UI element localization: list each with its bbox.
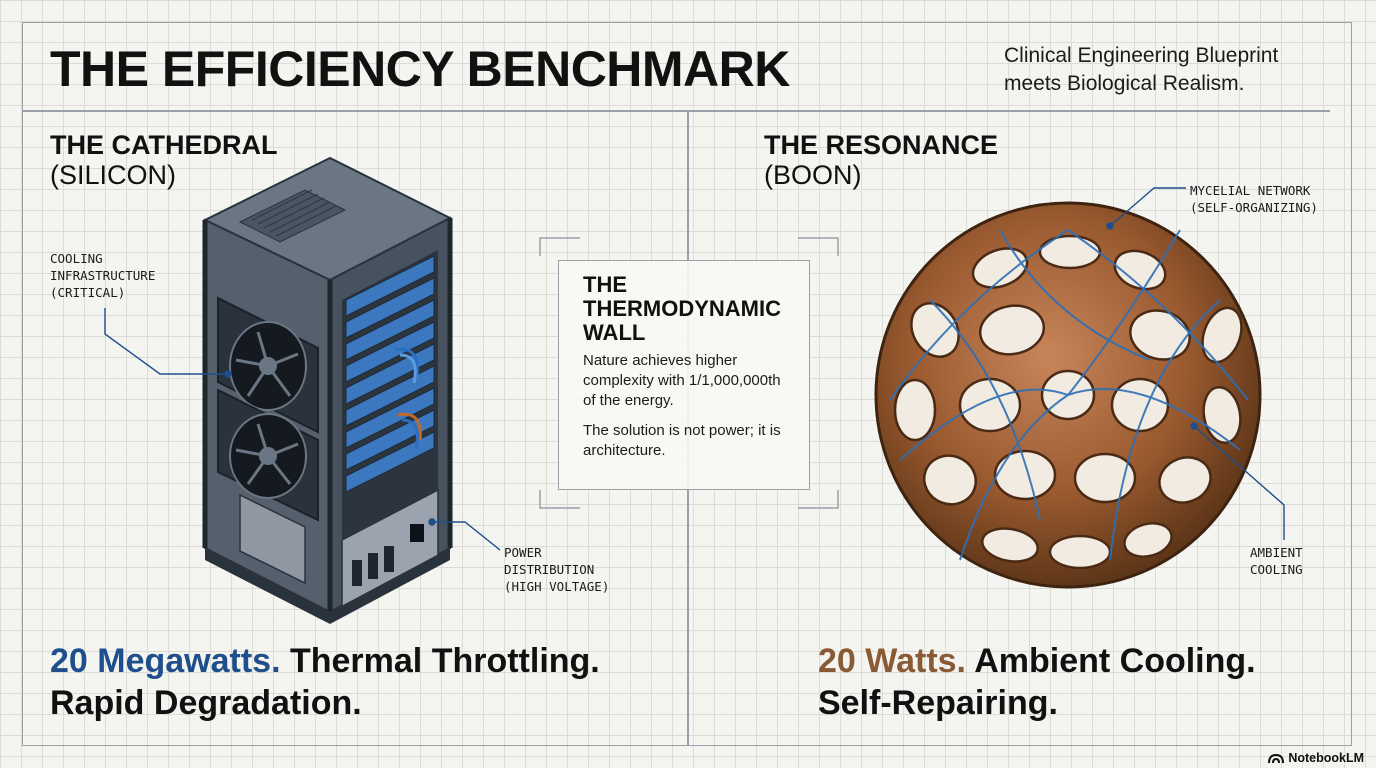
left-footer-line-1: 20 Megawatts. Thermal Throttling. — [50, 640, 600, 682]
wall-paragraph-2: The solution is not power; it is archite… — [583, 422, 781, 459]
left-footer-rest-1: Thermal Throttling. — [280, 642, 600, 680]
rack-cables — [394, 347, 422, 449]
wall-brackets — [539, 237, 839, 509]
server-rack-illustration — [202, 156, 453, 624]
header-divider — [22, 110, 1330, 112]
page-subtitle: Clinical Engineering Blueprint meets Bio… — [1004, 42, 1278, 98]
left-section-heading: THE CATHEDRAL (SILICON) — [50, 130, 277, 190]
ambient-callout-leader — [1190, 422, 1285, 540]
cooling-fan-icon — [217, 388, 319, 522]
right-section-heading: THE RESONANCE (BOON) — [764, 130, 998, 190]
subtitle-line-1: Clinical Engineering Blueprint — [1004, 44, 1279, 67]
right-footer-highlight: 20 Watts. — [818, 642, 967, 680]
subtitle-line-2: meets Biological Realism. — [1004, 72, 1245, 95]
left-heading: THE CATHEDRAL — [50, 130, 278, 160]
right-footer-line-2: Self-Repairing. — [818, 684, 1058, 722]
power-callout: POWER DISTRIBUTION (HIGH VOLTAGE) — [504, 545, 610, 594]
wall-title: THE THERMODYNAMIC WALL — [583, 272, 781, 345]
right-heading: THE RESONANCE — [764, 130, 999, 160]
mycelial-callout-leader — [1106, 187, 1186, 230]
power-callout-leader — [428, 518, 501, 551]
cooling-callout-leader — [104, 308, 232, 378]
thermodynamic-wall-panel: THE THERMODYNAMIC WALL Nature achieves h… — [558, 260, 810, 490]
ambient-callout: AMBIENT COOLING — [1250, 545, 1303, 577]
right-footer-rest-1: Ambient Cooling. — [966, 642, 1256, 680]
mycelial-sphere-illustration — [874, 201, 1262, 589]
brand-mark: NotebookLM — [1268, 751, 1364, 765]
right-footer-line-1: 20 Watts. Ambient Cooling. — [818, 640, 1256, 682]
right-subheading: (BOON) — [764, 160, 862, 190]
right-footer: 20 Watts. Ambient Cooling. Self-Repairin… — [818, 640, 1256, 724]
page-title: THE EFFICIENCY BENCHMARK — [50, 41, 790, 97]
notebooklm-logo-icon — [1268, 753, 1285, 763]
left-footer-line-2: Rapid Degradation. — [50, 684, 362, 722]
left-footer-highlight: 20 Megawatts. — [50, 642, 281, 680]
cooling-fan-icon — [217, 296, 319, 434]
mycelial-callout: MYCELIAL NETWORK (SELF-ORGANIZING) — [1190, 183, 1318, 215]
wall-paragraph-1: Nature achieves higher complexity with 1… — [583, 352, 781, 409]
brand-label: NotebookLM — [1288, 751, 1364, 765]
left-subheading: (SILICON) — [50, 160, 177, 190]
left-footer: 20 Megawatts. Thermal Throttling. Rapid … — [50, 640, 600, 724]
cooling-callout: COOLING INFRASTRUCTURE (CRITICAL) — [50, 251, 156, 300]
